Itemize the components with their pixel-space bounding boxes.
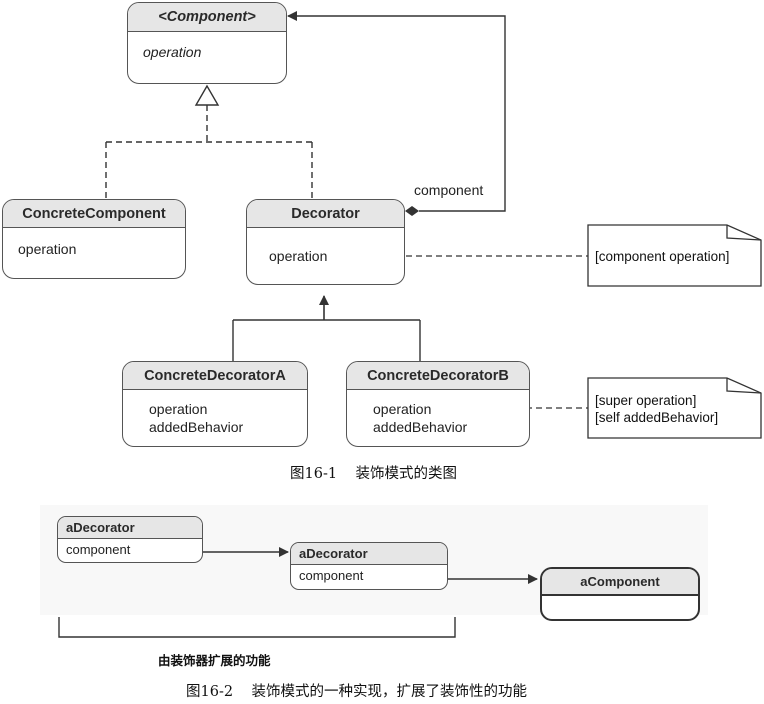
decorator-operation: operation bbox=[269, 248, 328, 264]
concrete-decorator-b-class: ConcreteDecoratorB operation addedBehavi… bbox=[346, 361, 530, 447]
association-label: component bbox=[414, 182, 484, 198]
decorator-instance-2-field: component bbox=[299, 568, 364, 583]
decorator-b-note-text: [super operation] [self addedBehavior] bbox=[595, 392, 718, 426]
decorator-title: Decorator bbox=[247, 200, 404, 228]
figure1-caption: 图16-1 装饰模式的类图 bbox=[290, 466, 458, 482]
concrete-decorator-a-added-behavior: addedBehavior bbox=[149, 419, 244, 435]
concrete-decorator-a-title: ConcreteDecoratorA bbox=[123, 362, 307, 390]
concrete-decorator-b-operation: operation bbox=[373, 401, 432, 417]
component-class-title: <Component> bbox=[128, 3, 286, 32]
component-class-operation: operation bbox=[143, 44, 202, 60]
decorator-instance-1: aDecorator component bbox=[57, 516, 203, 563]
concrete-decorator-b-added-behavior: addedBehavior bbox=[373, 419, 468, 435]
decorator-instance-1-title: aDecorator bbox=[58, 517, 202, 539]
decorator-b-note-line-2: [self addedBehavior] bbox=[595, 410, 719, 425]
concrete-component-operation: operation bbox=[18, 241, 77, 257]
concrete-decorator-b-title: ConcreteDecoratorB bbox=[347, 362, 529, 390]
decorator-instance-2: aDecorator component bbox=[290, 542, 448, 590]
aggregation-diamond-icon bbox=[405, 206, 419, 216]
concrete-decorator-a-class: ConcreteDecoratorA operation addedBehavi… bbox=[122, 361, 308, 447]
decorator-b-note-shape bbox=[587, 377, 762, 439]
component-class: <Component> operation bbox=[127, 2, 287, 84]
concrete-decorator-b-operations: operation addedBehavior bbox=[347, 390, 529, 436]
concrete-component-title: ConcreteComponent bbox=[3, 200, 185, 228]
decorator-b-note-line-1: [super operation] bbox=[595, 393, 697, 408]
component-instance-title: aComponent bbox=[542, 569, 698, 596]
extension-bracket bbox=[58, 617, 456, 638]
concrete-decorator-a-operations: operation addedBehavior bbox=[123, 390, 307, 436]
bracket-label: 由装饰器扩展的功能 bbox=[158, 653, 271, 668]
decorator-class: Decorator operation bbox=[246, 199, 405, 285]
decorator-instance-2-title: aDecorator bbox=[291, 543, 447, 565]
component-instance: aComponent bbox=[540, 567, 700, 621]
note-b-fold-icon bbox=[726, 378, 762, 394]
concrete-decorator-a-operation: operation bbox=[149, 401, 208, 417]
note-fold-icon bbox=[726, 225, 762, 241]
decorator-instance-1-field: component bbox=[66, 542, 131, 557]
concrete-component-class: ConcreteComponent operation bbox=[2, 199, 186, 279]
decorator-note-shape bbox=[587, 224, 762, 287]
realization-triangle-icon bbox=[194, 84, 220, 106]
decorator-note-text: [component operation] bbox=[595, 249, 730, 264]
association-line bbox=[287, 11, 506, 212]
figure2-caption: 图16-2 装饰模式的一种实现，扩展了装饰性的功能 bbox=[186, 684, 528, 700]
